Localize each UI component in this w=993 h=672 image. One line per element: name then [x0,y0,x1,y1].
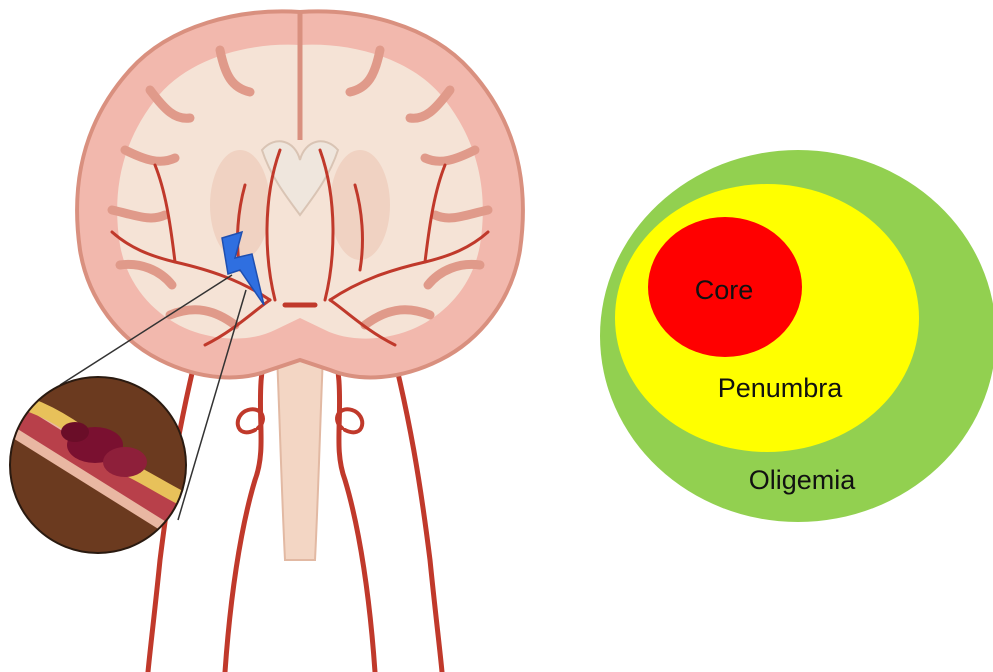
ischemia-zones-diagram: Core Penumbra Oligemia [600,150,993,522]
brain-illustration [0,11,523,672]
core-label: Core [695,275,754,305]
oligemia-label: Oligemia [749,465,857,495]
penumbra-label: Penumbra [718,373,844,403]
artery-occlusion-inset [0,377,200,555]
